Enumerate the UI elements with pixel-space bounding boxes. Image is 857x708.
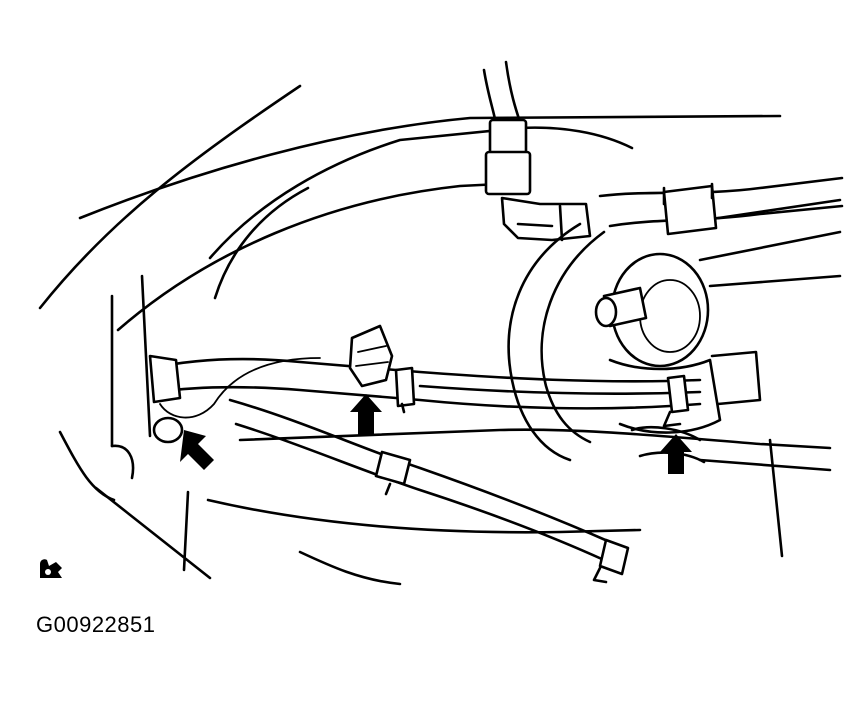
lower-hose-top	[228, 398, 612, 544]
lower-hose-bottom	[234, 422, 606, 562]
lower-hose-clamp-right	[598, 538, 630, 576]
arrow-right-indicator	[660, 434, 692, 474]
arrow-center-indicator	[350, 394, 382, 436]
arrow-left-indicator	[180, 430, 214, 470]
upper-panel-edge	[208, 126, 634, 260]
hood-contour	[38, 84, 302, 310]
upper-right-hose-top	[598, 176, 844, 198]
canister-nipple-end	[594, 296, 618, 328]
lower-hose-clamp-left-tab	[384, 482, 392, 496]
canister-inner	[540, 230, 606, 444]
wire-loop	[159, 357, 321, 419]
vertical-hose-left	[482, 68, 498, 126]
main-hose-upper	[150, 357, 702, 383]
right-band-clamp	[666, 374, 690, 414]
center-band-clamp	[394, 366, 416, 408]
left-pillar	[110, 274, 152, 448]
elbow-fitting	[500, 196, 592, 242]
hose-connector-upper	[488, 118, 528, 156]
center-clip-detail	[355, 345, 389, 367]
lower-hose-clamp-left	[374, 450, 412, 486]
hose-connector-lower	[484, 150, 532, 196]
canister-base	[608, 358, 722, 434]
center-band-clamp-tab	[400, 402, 406, 414]
body-panel-contour	[78, 114, 782, 220]
upper-right-clamp-tab	[662, 182, 714, 206]
lower-frame	[94, 428, 832, 580]
main-hose-mid	[418, 384, 702, 395]
main-hose-lower	[154, 385, 702, 410]
lower-hose-clamp-right-tab	[592, 566, 608, 584]
lower-frame-2	[206, 498, 642, 586]
canister-bracket	[710, 350, 762, 406]
left-grommet	[152, 416, 184, 444]
vertical-hose-right	[504, 60, 522, 124]
figure-code: G00922851	[36, 612, 156, 637]
hose-clip-symbol-icon	[40, 559, 62, 578]
canister-outer	[507, 222, 582, 462]
left-hose-fitting	[148, 354, 182, 404]
inner-panel-contour	[213, 186, 310, 300]
right-lower-lines	[698, 438, 832, 558]
center-clip	[348, 324, 394, 388]
right-band-clamp-tab	[662, 410, 682, 428]
elbow-fitting-detail	[516, 204, 564, 242]
upper-right-clamp	[662, 184, 718, 236]
body-panel-lower-contour	[116, 182, 502, 332]
